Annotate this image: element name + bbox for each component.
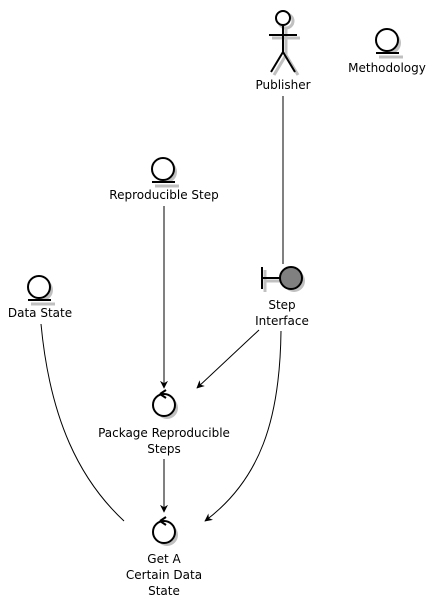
step-interface-boundary-icon xyxy=(261,266,305,292)
get-state-label-line2: Certain Data xyxy=(125,568,203,582)
package-steps-label-line1: Package Reproducible xyxy=(98,426,230,440)
get-state-control-icon xyxy=(152,516,178,546)
publisher-label: Publisher xyxy=(255,78,311,92)
step-interface-label: Step Interface xyxy=(232,297,332,329)
connectors xyxy=(40,96,284,522)
publisher-actor-icon xyxy=(269,10,300,76)
step-interface-label-line2: Interface xyxy=(255,314,309,328)
package-steps-label: Package Reproducible Steps xyxy=(84,425,244,457)
step-interface-label-line1: Step xyxy=(268,298,296,312)
package-steps-label-line2: Steps xyxy=(147,442,181,456)
reproducible-step-label: Reproducible Step xyxy=(109,188,219,202)
connector-step-interface-get-state xyxy=(204,330,282,522)
get-state-label-line3: State xyxy=(148,584,180,598)
data-state-label: Data State xyxy=(7,306,73,320)
methodology-entity-icon xyxy=(375,28,403,59)
connector-data-state-get-state xyxy=(40,323,125,522)
package-steps-control-icon xyxy=(152,389,178,419)
get-state-label: Get A Certain Data State xyxy=(104,551,224,599)
connector-step-interface-package xyxy=(196,329,260,389)
reproducible-step-entity-icon xyxy=(151,157,179,188)
data-state-entity-icon xyxy=(27,275,55,306)
methodology-label: Methodology xyxy=(348,61,426,75)
get-state-label-line1: Get A xyxy=(147,552,181,566)
